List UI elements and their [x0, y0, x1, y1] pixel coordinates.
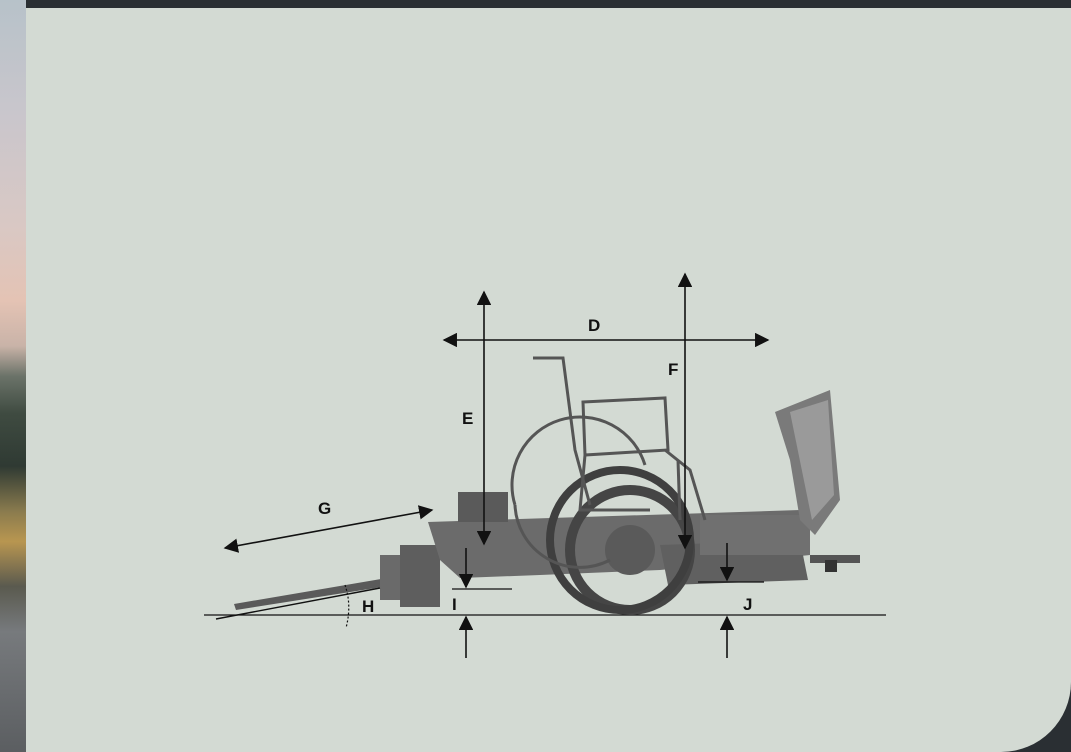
angle-line-h [215, 587, 381, 620]
dimension-label-h: H [362, 597, 374, 616]
angle-arc-h [344, 584, 350, 629]
dimension-line-g [223, 505, 434, 553]
landscape-photo-strip [0, 0, 26, 752]
dimension-label-i: I [452, 595, 457, 614]
machine-illustration [234, 390, 860, 615]
dimension-label-j: J [743, 595, 752, 614]
dimension-label-e: E [462, 409, 473, 428]
diagram-panel [26, 8, 1071, 752]
dimension-label-d: D [588, 316, 600, 335]
dimension-label-f: F [668, 360, 678, 379]
dimension-label-g: G [318, 499, 331, 518]
